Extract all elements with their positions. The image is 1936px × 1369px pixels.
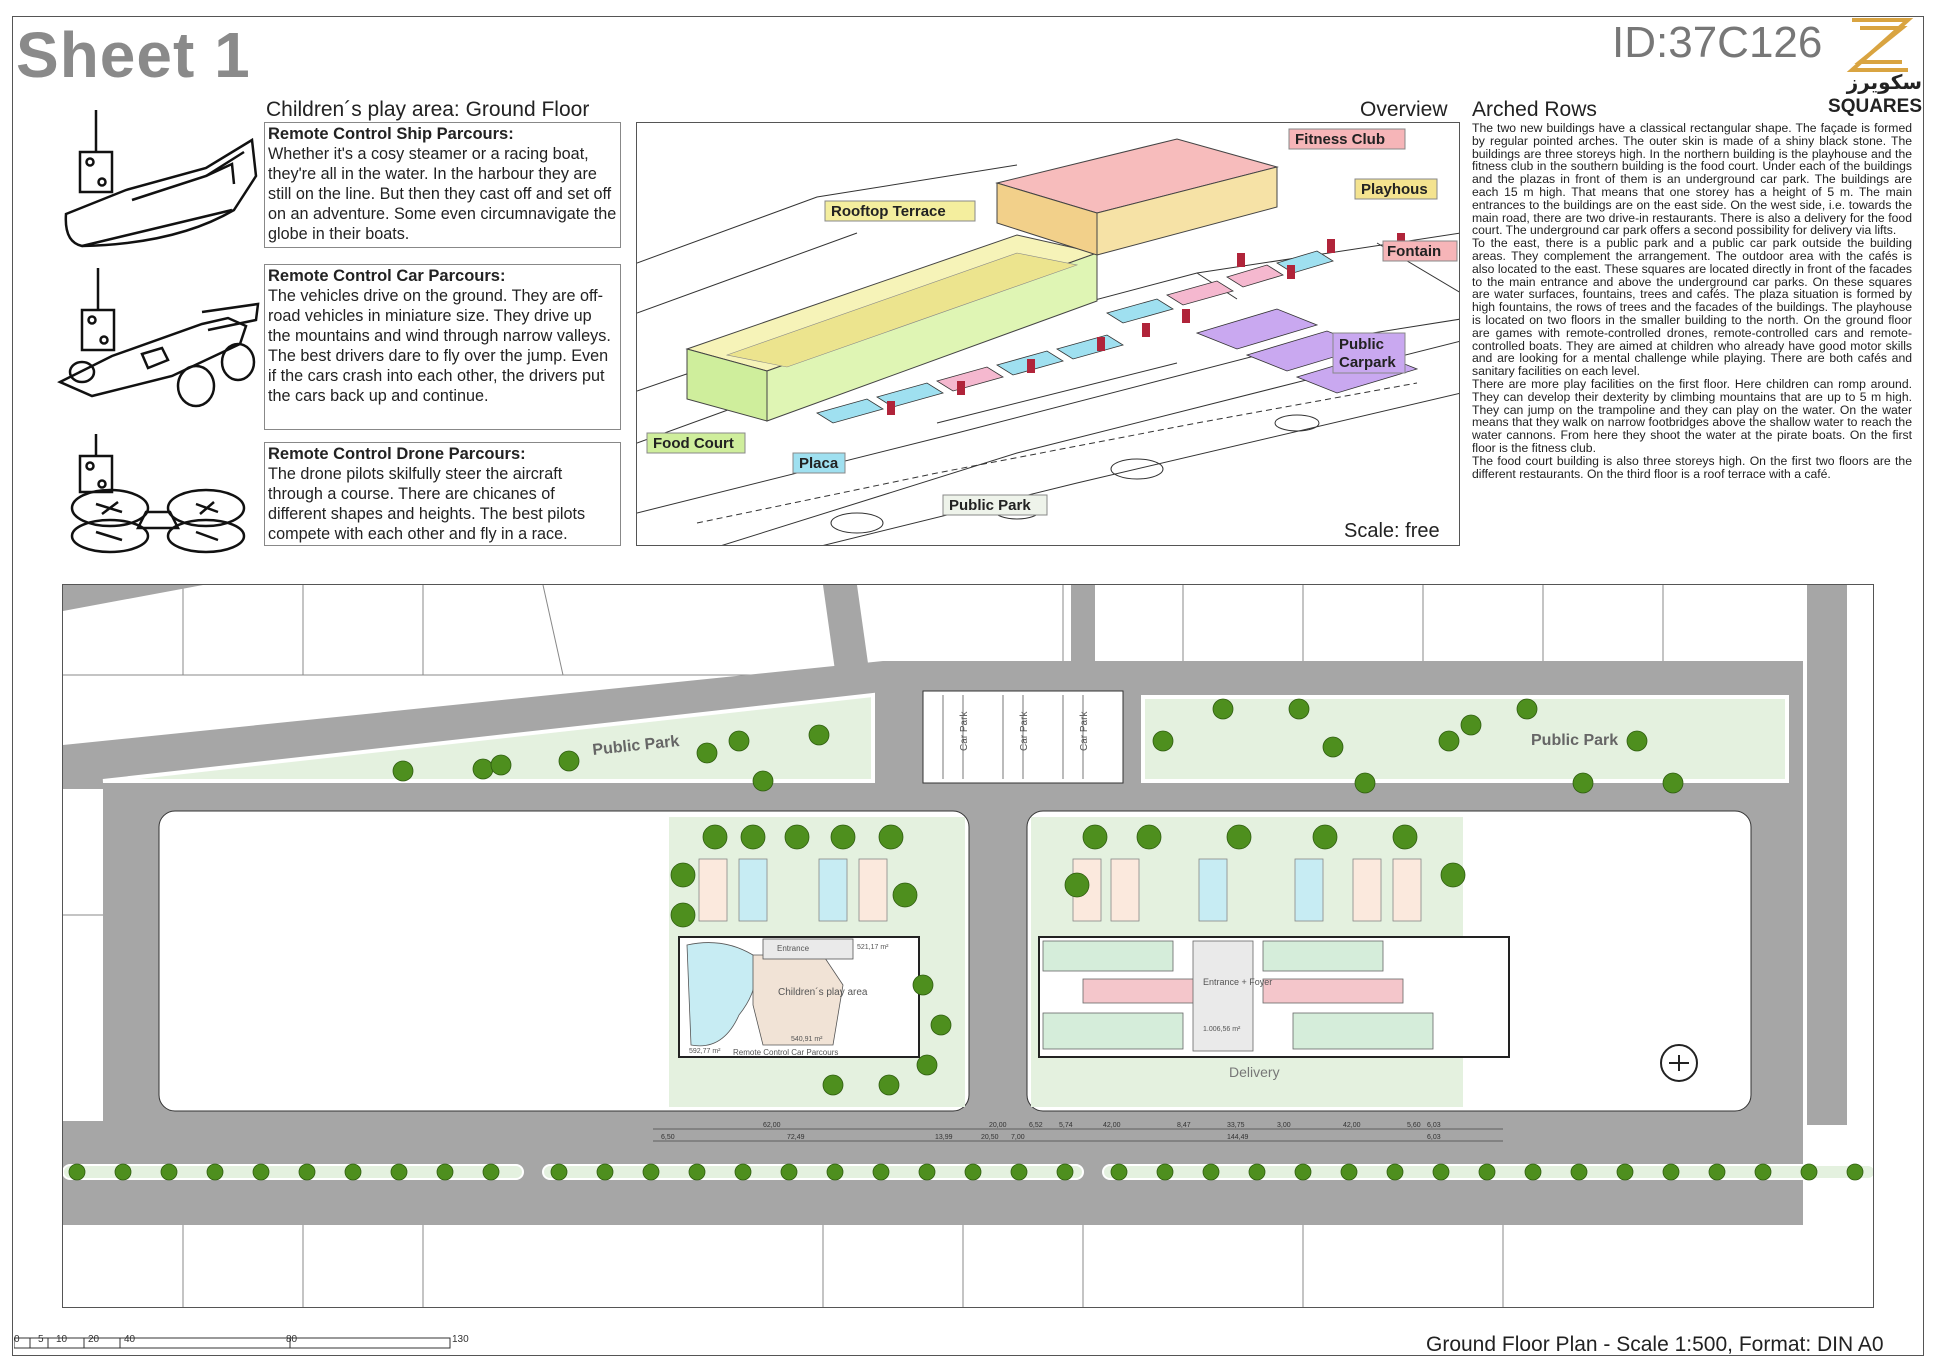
sheet-title: Sheet 1 xyxy=(16,19,251,91)
dim-bottom-5: 7,00 xyxy=(1011,1134,1025,1141)
entrance-label: Entrance xyxy=(777,944,810,953)
site-plan-drawing: Children´s play area Remote Control Car … xyxy=(63,585,1873,1307)
dim-top-2: 20,00 xyxy=(989,1122,1007,1129)
remote-control-car-label: Remote Control Car Parcours xyxy=(733,1048,838,1057)
overview-axonometric: Fitness Club Playhous Fontain Rooftop Te… xyxy=(636,122,1460,546)
dim-bottom-3: 13,99 xyxy=(935,1134,953,1141)
label-public-park: Public Park xyxy=(949,497,1031,514)
drone-parcours-text: The drone pilots skilfully steer the air… xyxy=(268,465,586,543)
ship-parcours-heading: Remote Control Ship Parcours: xyxy=(268,125,514,143)
arched-paragraph: There are more play facilities on the fi… xyxy=(1472,376,1912,455)
scale-tick-130: 130 xyxy=(452,1334,469,1345)
childrens-play-area-label: Children´s play area xyxy=(778,986,868,998)
play-area-title: Children´s play area: Ground Floor xyxy=(266,98,590,121)
dim-top-11: 6,03 xyxy=(1427,1122,1441,1129)
label-playhous: Playhous xyxy=(1361,181,1428,198)
label-fontain: Fontain xyxy=(1387,243,1441,260)
area-left-3: 540,91 m² xyxy=(791,1036,823,1043)
arched-paragraph: To the east, there is a public park and … xyxy=(1472,236,1912,379)
label-placa: Placa xyxy=(799,455,839,472)
car-parcours-box: Remote Control Car Parcours: The vehicle… xyxy=(264,264,621,430)
dim-top-10: 5,60 xyxy=(1407,1122,1421,1129)
dim-bottom-4: 20,50 xyxy=(981,1134,999,1141)
entrance-foyer-label: Entrance + Foyer xyxy=(1203,977,1272,987)
dim-bottom-2: 72,49 xyxy=(787,1134,805,1141)
remote-control-ship-icon xyxy=(64,110,258,248)
scale-tick-20: 20 xyxy=(88,1334,100,1345)
area-left-1: 521,17 m² xyxy=(857,944,889,951)
drone-parcours-heading: Remote Control Drone Parcours: xyxy=(268,445,526,463)
car-park-label-3: Car Park xyxy=(1079,711,1090,751)
car-park-label-1: Car Park xyxy=(959,711,970,751)
ship-parcours-box: Remote Control Ship Parcours: Whether it… xyxy=(264,122,621,248)
delivery-label: Delivery xyxy=(1229,1064,1280,1080)
public-park-right-label: Public Park xyxy=(1531,732,1618,749)
label-public-carpark-2: Carpark xyxy=(1339,354,1396,371)
label-food-court: Food Court xyxy=(653,435,734,452)
sheet-id: ID:37C126 xyxy=(1612,18,1823,67)
scale-tick-40: 40 xyxy=(124,1334,136,1345)
logo-arabic: سكويرز xyxy=(1846,72,1922,94)
overview-title: Overview xyxy=(1360,98,1448,121)
car-park-label-2: Car Park xyxy=(1019,711,1030,751)
ship-parcours-text: Whether it's a cosy steamer or a racing … xyxy=(268,145,617,243)
car-parcours-heading: Remote Control Car Parcours: xyxy=(268,267,506,285)
area-right-1: 1.006,56 m² xyxy=(1203,1026,1241,1033)
dim-bottom-7: 6,03 xyxy=(1427,1134,1441,1141)
overview-drawing: Fitness Club Playhous Fontain Rooftop Te… xyxy=(637,128,1459,545)
arched-rows-title: Arched Rows xyxy=(1472,98,1597,121)
logo-english: SQUARES xyxy=(1828,96,1922,117)
squares-logo-icon xyxy=(1846,18,1914,72)
scale-tick-10: 10 xyxy=(56,1334,68,1345)
dim-top-8: 3,00 xyxy=(1277,1122,1291,1129)
remote-control-car-icon xyxy=(57,268,260,408)
area-left-2: 592,77 m² xyxy=(689,1048,721,1055)
dim-bottom-6: 144,49 xyxy=(1227,1134,1249,1141)
dim-top-5: 42,00 xyxy=(1103,1122,1121,1129)
arched-rows-text: The two new buildings have a classical r… xyxy=(1472,122,1912,550)
dim-top-9: 42,00 xyxy=(1343,1122,1361,1129)
scale-tick-5: 5 xyxy=(38,1334,44,1345)
sheet-frame xyxy=(12,16,1924,1356)
dim-top-4: 5,74 xyxy=(1059,1122,1073,1129)
dim-top-1: 62,00 xyxy=(763,1122,781,1129)
scale-tick-80: 80 xyxy=(286,1334,298,1345)
remote-control-drone-icon xyxy=(70,434,246,554)
label-rooftop-terrace: Rooftop Terrace xyxy=(831,203,946,220)
dim-top-6: 8,47 xyxy=(1177,1122,1191,1129)
label-fitness-club: Fitness Club xyxy=(1295,131,1385,148)
north-arrow-icon xyxy=(1660,1044,1698,1082)
dim-top-7: 33,75 xyxy=(1227,1122,1245,1129)
scale-bar xyxy=(14,1337,451,1349)
plan-footer: Ground Floor Plan - Scale 1:500, Format:… xyxy=(1426,1333,1884,1356)
ground-floor-plan: Children´s play area Remote Control Car … xyxy=(62,584,1874,1308)
arched-paragraph: The two new buildings have a classical r… xyxy=(1472,122,1912,238)
overview-scale: Scale: free xyxy=(1344,520,1440,542)
dim-top-3: 6,52 xyxy=(1029,1122,1043,1129)
drone-parcours-box: Remote Control Drone Parcours: The drone… xyxy=(264,442,621,546)
arched-paragraph: The food court building is also three st… xyxy=(1472,453,1912,481)
car-parcours-text: The vehicles drive on the ground. They a… xyxy=(268,287,611,405)
label-public-carpark-1: Public xyxy=(1339,336,1384,353)
scale-tick-0: 0 xyxy=(14,1334,20,1345)
dim-bottom-1: 6,50 xyxy=(661,1134,675,1141)
